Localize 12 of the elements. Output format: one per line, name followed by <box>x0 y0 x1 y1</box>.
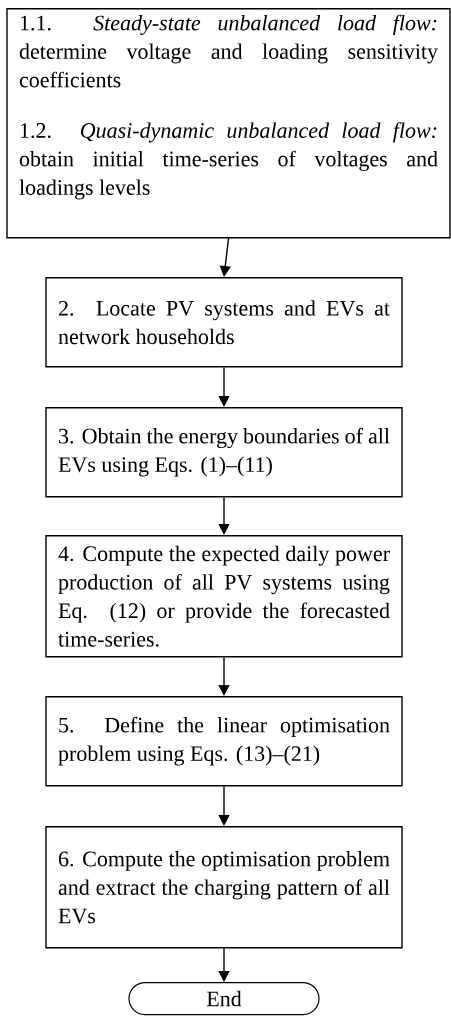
arrow <box>218 656 230 696</box>
process-box: 3. Obtain the energy boundaries of all EVs using Eqs. (1)–(11) <box>45 407 403 498</box>
arrow <box>218 496 230 535</box>
process-box: 2. Locate PV systems and EVs at network households <box>45 277 403 368</box>
process-box: 5. Define the linear optimisation problem using Eqs. (13)–(21) <box>45 696 403 787</box>
arrow <box>218 947 230 982</box>
terminator-box: End <box>128 982 320 1016</box>
process-box: 6. Compute the optimisation problem and extract the charging pattern of all EVs <box>45 826 403 949</box>
arrow <box>218 366 230 407</box>
process-box: 4. Compute the expected daily power production of all PV systems using Eq. (12) or provide the forecasted time-series. <box>45 535 403 658</box>
arrow <box>218 785 230 826</box>
process-box: 1.1. Steady-state unbalanced load flow: determine voltage and loading sensitivity coefficients 1.2. Quasi-dynamic unbalanced load flow: obtain initial time-series of voltages and loadings levels <box>6 8 451 239</box>
